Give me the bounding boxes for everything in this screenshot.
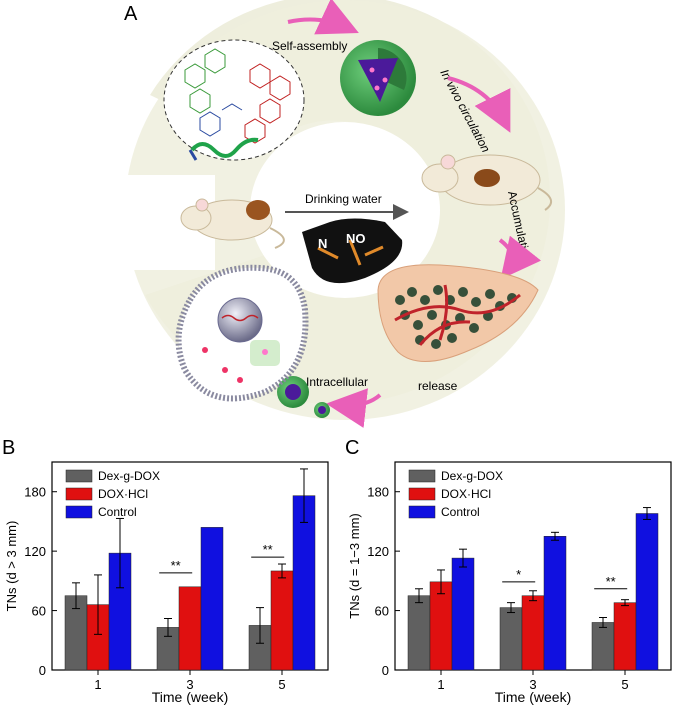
legend-label: Dex-g-DOX bbox=[98, 469, 160, 483]
y-tick-label: 60 bbox=[375, 604, 389, 619]
y-axis-label: TNs (d = 1−3 mm) bbox=[347, 513, 362, 618]
x-tick-label: 5 bbox=[621, 677, 628, 692]
legend-label: DOX·HCl bbox=[98, 487, 148, 501]
x-axis-label: Time (week) bbox=[495, 689, 572, 705]
x-tick-label: 3 bbox=[186, 677, 193, 692]
flask-icon bbox=[302, 218, 403, 284]
released-micelle-icon bbox=[277, 376, 330, 418]
no-label: NO bbox=[346, 231, 366, 246]
legend-label: Control bbox=[441, 505, 480, 519]
legend-swatch bbox=[408, 487, 436, 501]
release-arrow bbox=[326, 388, 382, 428]
molecule-structure-inset bbox=[163, 39, 305, 161]
bar bbox=[270, 570, 294, 671]
y-tick-label: 120 bbox=[24, 544, 46, 559]
legend-label: Dex-g-DOX bbox=[441, 469, 503, 483]
legend-label: Control bbox=[98, 505, 137, 519]
bar bbox=[543, 536, 567, 671]
y-tick-label: 180 bbox=[24, 485, 46, 500]
drinking-water-label: Drinking water bbox=[305, 192, 382, 206]
x-axis-label: Time (week) bbox=[152, 689, 229, 705]
schematic-figure: A Self-assembly bbox=[124, 0, 565, 428]
bar bbox=[521, 595, 545, 671]
self-assembly-arrow bbox=[287, 0, 359, 35]
x-tick-label: 3 bbox=[529, 677, 536, 692]
circulation-arrow bbox=[447, 76, 511, 133]
cell-icon bbox=[175, 264, 309, 402]
panel-label-a: A bbox=[124, 3, 138, 25]
significance-label: * bbox=[516, 567, 521, 582]
micelle-icon bbox=[340, 40, 416, 116]
y-tick-label: 60 bbox=[32, 604, 46, 619]
mouse-icon-right bbox=[421, 154, 553, 211]
y-tick-label: 120 bbox=[367, 544, 389, 559]
panel-label-b: B bbox=[2, 437, 15, 459]
bar bbox=[429, 581, 453, 671]
bar bbox=[200, 527, 224, 671]
x-tick-label: 1 bbox=[437, 677, 444, 692]
bar bbox=[499, 607, 523, 671]
bar bbox=[635, 513, 659, 671]
self-assembly-label: Self-assembly bbox=[272, 39, 347, 53]
liver-icon bbox=[377, 264, 539, 362]
intracellular-label: Intracellular bbox=[306, 375, 368, 389]
x-tick-label: 5 bbox=[278, 677, 285, 692]
accumulation-arrow bbox=[498, 235, 542, 280]
bar bbox=[613, 602, 637, 671]
y-tick-label: 0 bbox=[39, 663, 46, 678]
y-tick-label: 180 bbox=[367, 485, 389, 500]
bar bbox=[178, 586, 202, 671]
significance-label: ** bbox=[263, 542, 273, 557]
mouse-icon-left bbox=[180, 198, 285, 249]
significance-label: ** bbox=[171, 558, 181, 573]
y-tick-label: 0 bbox=[382, 663, 389, 678]
release-label: release bbox=[418, 379, 458, 393]
bar bbox=[407, 595, 431, 671]
panel-label-c: C bbox=[345, 437, 359, 459]
significance-label: ** bbox=[606, 574, 616, 589]
legend-swatch bbox=[65, 505, 93, 519]
bar bbox=[451, 557, 475, 671]
legend-swatch bbox=[65, 469, 93, 483]
legend-swatch bbox=[408, 469, 436, 483]
legend-swatch bbox=[65, 487, 93, 501]
bar bbox=[591, 622, 615, 671]
legend-label: DOX·HCl bbox=[441, 487, 491, 501]
legend-swatch bbox=[408, 505, 436, 519]
n-label: N bbox=[318, 236, 327, 251]
y-axis-label: TNs (d > 3 mm) bbox=[4, 521, 19, 612]
x-tick-label: 1 bbox=[94, 677, 101, 692]
